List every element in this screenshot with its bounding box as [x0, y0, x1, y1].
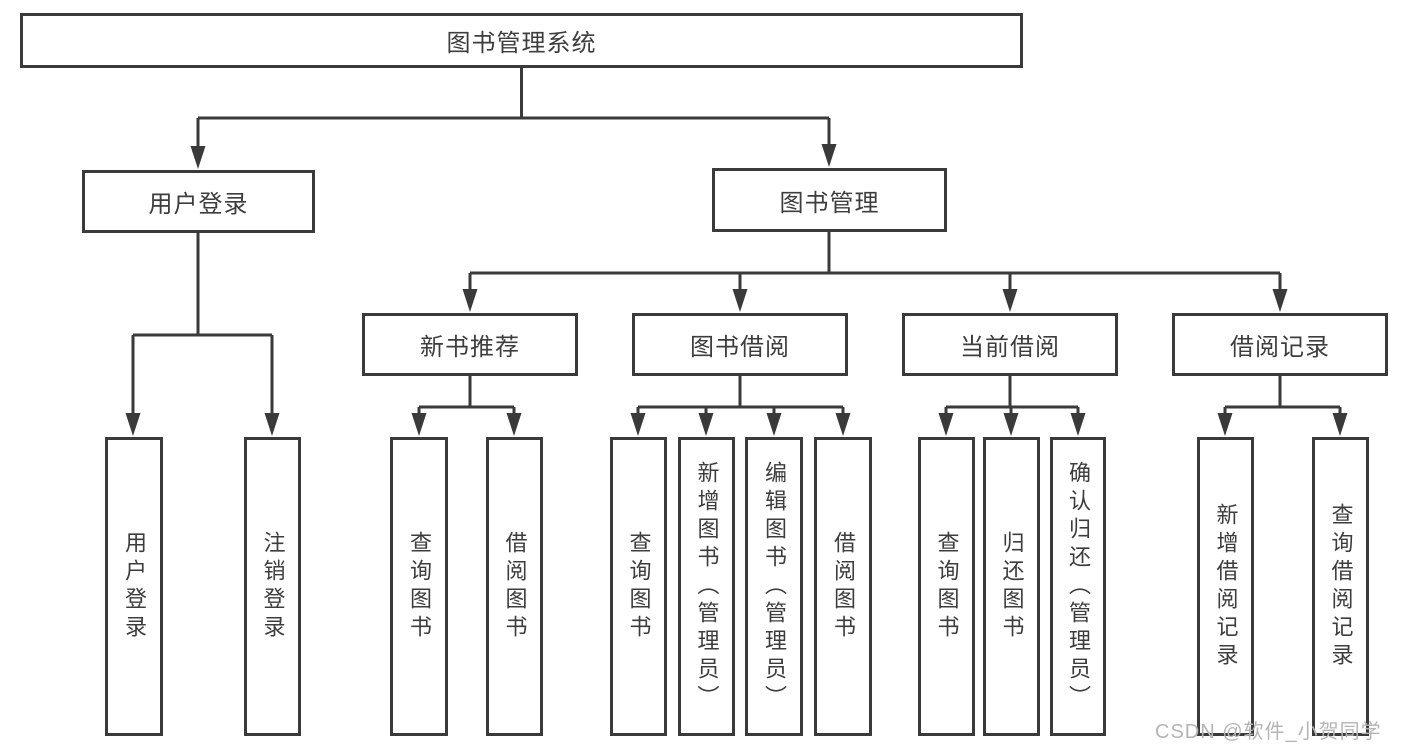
node-library-system: 图书管理系统 — [20, 13, 1023, 68]
csdn-watermark: CSDN @软件_小贺同学 — [1155, 721, 1382, 743]
arrowheads — [125, 144, 1348, 436]
node-cb-return-books: 归还图书 — [983, 437, 1040, 736]
node-bb-edit-books-admin: 编辑图书（管理员） — [745, 437, 803, 736]
node-user-login: 用户登录 — [82, 170, 315, 233]
node-login: 用户登录 — [105, 437, 163, 736]
node-bb-query-books: 查询图书 — [610, 437, 667, 736]
node-logout: 注销登录 — [244, 437, 301, 736]
node-rec-query-books: 查询图书 — [390, 437, 448, 736]
node-book-management: 图书管理 — [712, 168, 947, 232]
node-bb-add-books-admin: 新增图书（管理员） — [678, 437, 735, 736]
node-new-book-recommend: 新书推荐 — [362, 313, 578, 376]
node-book-borrowing: 图书借阅 — [632, 313, 848, 376]
node-cb-confirm-return-admin: 确认归还（管理员） — [1050, 437, 1106, 736]
node-cb-query-books: 查询图书 — [918, 437, 975, 736]
node-bb-borrow-books: 借阅图书 — [814, 437, 872, 736]
node-borrowing-records: 借阅记录 — [1172, 313, 1388, 376]
node-current-borrowing: 当前借阅 — [902, 313, 1118, 376]
node-rec-borrow-books: 借阅图书 — [486, 437, 543, 736]
node-br-query-record: 查询借阅记录 — [1312, 437, 1369, 736]
node-br-add-record: 新增借阅记录 — [1197, 437, 1254, 736]
